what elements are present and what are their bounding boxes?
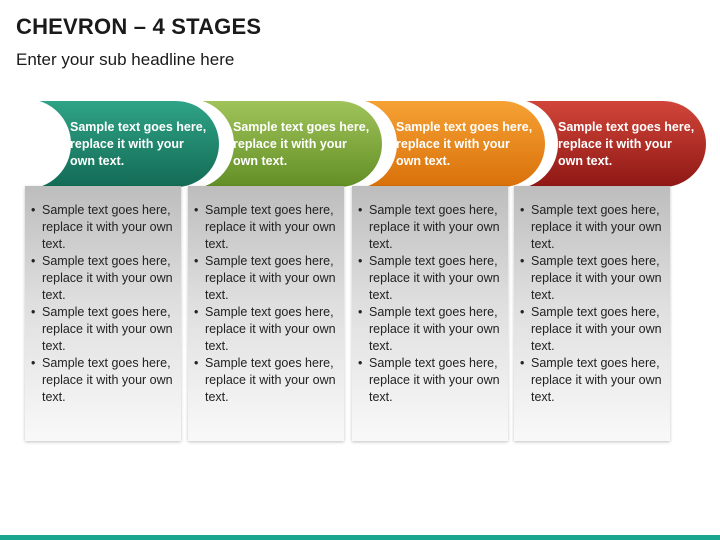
page-title: CHEVRON – 4 STAGES (16, 14, 262, 39)
list-item: Sample text goes here, replace it with y… (194, 355, 340, 406)
stage-3-heading: Sample text goes here, replace it with y… (396, 120, 533, 168)
page-subtitle: Enter your sub headline here (16, 50, 235, 69)
list-item: Sample text goes here, replace it with y… (520, 202, 666, 253)
stage-2-bullet-list: Sample text goes here, replace it with y… (188, 186, 344, 406)
stage-1-panel: Sample text goes here, replace it with y… (25, 186, 181, 441)
stage-4-panel: Sample text goes here, replace it with y… (514, 186, 670, 441)
stage-1-heading: Sample text goes here, replace it with y… (70, 120, 207, 168)
list-item: Sample text goes here, replace it with y… (358, 202, 504, 253)
stage-1-bullet-list: Sample text goes here, replace it with y… (25, 186, 181, 406)
stage-3-bullet-list: Sample text goes here, replace it with y… (352, 186, 508, 406)
list-item: Sample text goes here, replace it with y… (194, 202, 340, 253)
stage-4-bullet-list: Sample text goes here, replace it with y… (514, 186, 670, 406)
list-item: Sample text goes here, replace it with y… (31, 355, 177, 406)
stage-4-heading: Sample text goes here, replace it with y… (558, 120, 695, 168)
stage-2-heading: Sample text goes here, replace it with y… (233, 120, 370, 168)
list-item: Sample text goes here, replace it with y… (31, 304, 177, 355)
list-item: Sample text goes here, replace it with y… (358, 304, 504, 355)
list-item: Sample text goes here, replace it with y… (31, 202, 177, 253)
stage-2-panel: Sample text goes here, replace it with y… (188, 186, 344, 441)
list-item: Sample text goes here, replace it with y… (194, 253, 340, 304)
list-item: Sample text goes here, replace it with y… (358, 253, 504, 304)
stage-3-panel: Sample text goes here, replace it with y… (352, 186, 508, 441)
list-item: Sample text goes here, replace it with y… (194, 304, 340, 355)
list-item: Sample text goes here, replace it with y… (520, 253, 666, 304)
footer-accent-bar (0, 535, 720, 540)
list-item: Sample text goes here, replace it with y… (358, 355, 504, 406)
list-item: Sample text goes here, replace it with y… (520, 355, 666, 406)
list-item: Sample text goes here, replace it with y… (31, 253, 177, 304)
list-item: Sample text goes here, replace it with y… (520, 304, 666, 355)
